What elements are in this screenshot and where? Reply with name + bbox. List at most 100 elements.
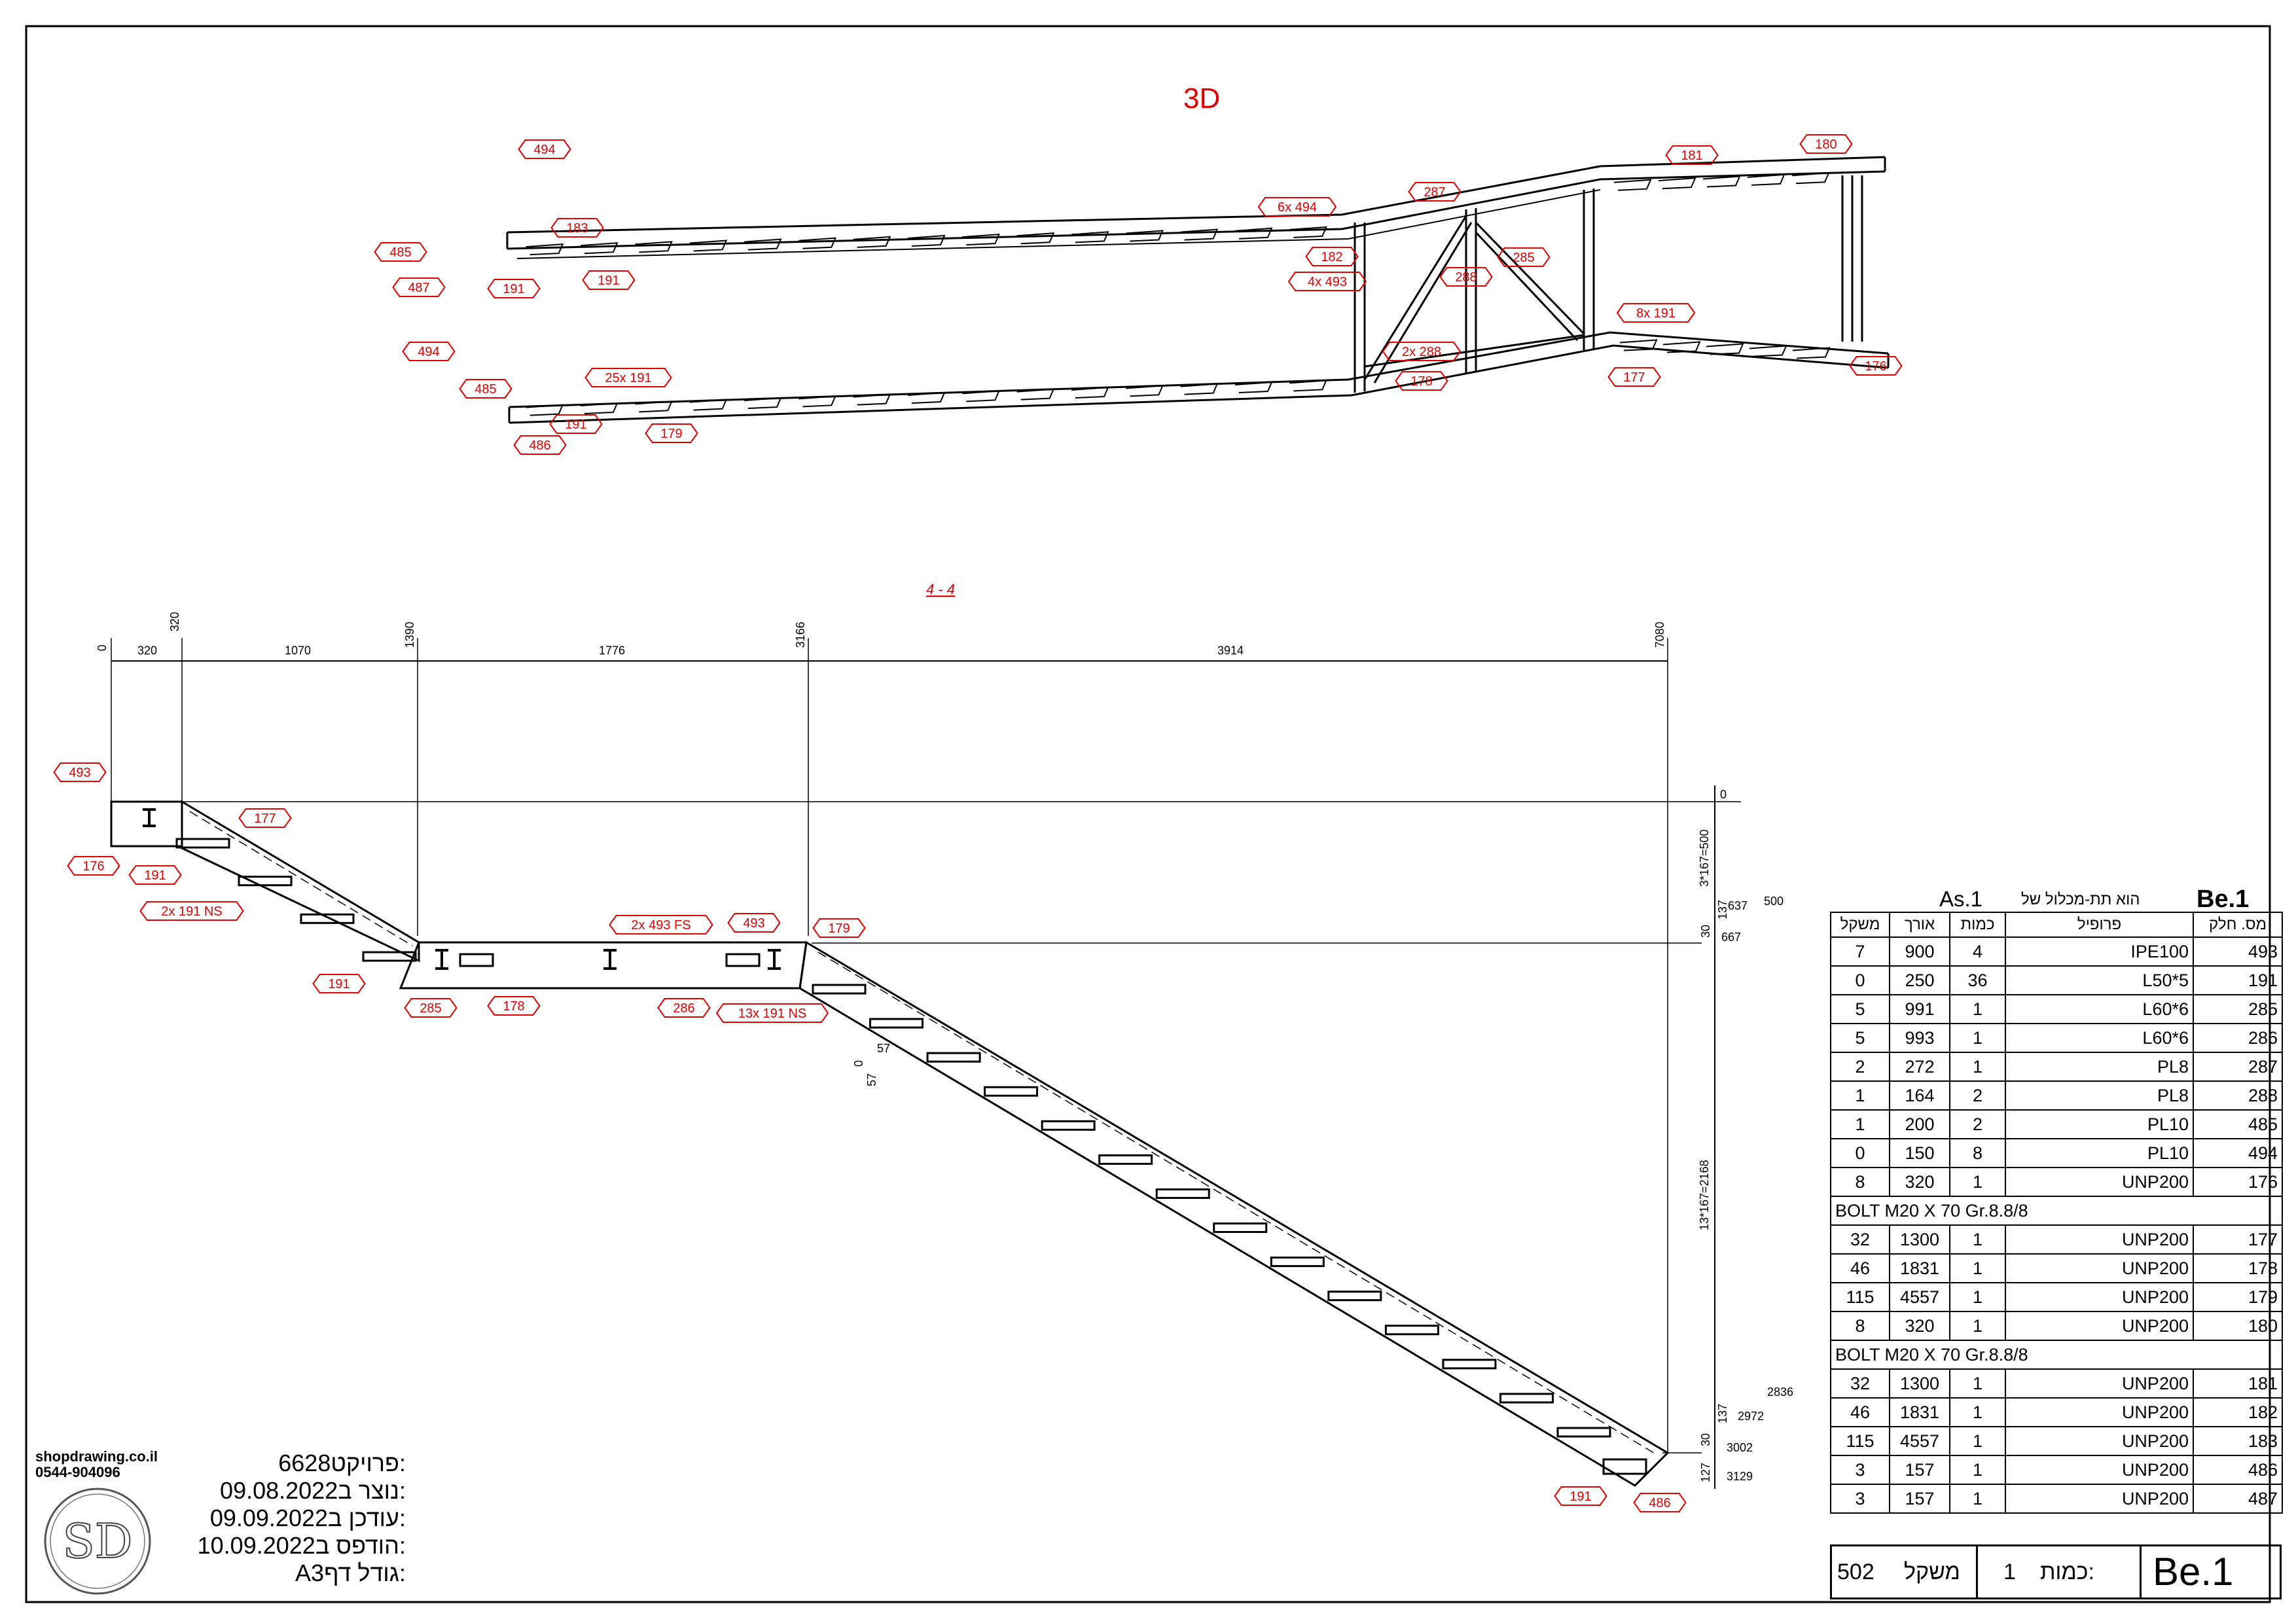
subassembly-label: הוא תת-מכלול של — [2021, 891, 2140, 908]
table-cell: UNP200 — [2005, 1311, 2194, 1341]
section-tread — [1556, 1427, 1611, 1438]
dim-text: 137 — [1716, 900, 1729, 919]
part-tag-frame — [1257, 197, 1337, 217]
part-tag-frame — [549, 414, 603, 434]
part-tag-frame — [812, 918, 866, 938]
table-cell: 183 — [2193, 1426, 2283, 1456]
part-tag-frame — [128, 865, 182, 885]
view-3d-title: 3D — [1183, 82, 1220, 115]
tread-3d — [1702, 175, 1741, 188]
brand-phone: 0544-904096 — [35, 1464, 120, 1480]
part-tag: 191 — [144, 868, 166, 883]
part-tag-frame — [582, 270, 636, 290]
part-tag: 2x 288 — [1402, 345, 1441, 359]
part-tag-frame — [67, 856, 120, 876]
created-value: 09.08.2022 — [220, 1477, 338, 1504]
table-cell: 2 — [1949, 1080, 2006, 1111]
part-tag: 285 — [1513, 251, 1534, 265]
size-label: גודל דף: — [324, 1560, 406, 1586]
table-cell: 991 — [1889, 994, 1950, 1024]
tread-3d — [580, 402, 619, 414]
updated-label: עודכן ב: — [328, 1505, 406, 1531]
part-tag-frame — [1395, 371, 1448, 391]
table-cell: 1 — [1949, 1253, 2006, 1283]
table-cell: 1 — [1949, 1311, 2006, 1341]
dim-text: 637 — [1728, 899, 1748, 912]
tread-3d — [1749, 345, 1787, 357]
table-cell: 180 — [2193, 1311, 2283, 1341]
part-tag: 288 — [1455, 270, 1477, 285]
table-cell: 2 — [1949, 1109, 2006, 1139]
part-tag: 2x 493 FS — [631, 918, 691, 933]
table-cell: 1 — [1949, 1455, 2006, 1485]
table-cell: UNP200 — [2005, 1167, 2194, 1197]
sd-logo: SD — [44, 1488, 151, 1595]
part-tag-frame — [518, 139, 571, 159]
dim-text: 0 — [852, 1060, 865, 1067]
part-tag: 177 — [1623, 370, 1645, 385]
tread-3d — [1792, 347, 1831, 359]
dim-text: 3166 — [794, 622, 807, 648]
table-cell: PL8 — [2005, 1080, 2194, 1111]
part-tag-frame — [1849, 356, 1903, 376]
table-cell: 1 — [1949, 1023, 2006, 1053]
bolt-note: BOLT M20 X 70 Gr.8.8/8 — [1830, 1340, 2283, 1370]
part-tag-frame — [550, 218, 604, 238]
part-tag-frame — [727, 913, 781, 933]
part-tag: 181 — [1681, 149, 1702, 163]
qty-value: 1 — [2003, 1560, 2016, 1584]
view-3d — [506, 156, 1890, 424]
part-tag-frame — [1408, 182, 1462, 202]
part-tag-frame — [645, 423, 698, 443]
table-cell: 32 — [1830, 1368, 1890, 1399]
table-cell: 191 — [2193, 965, 2283, 995]
dim-text: 1776 — [599, 644, 625, 657]
table-cell: 287 — [2193, 1052, 2283, 1082]
weight-value: 502 — [1837, 1560, 1874, 1584]
dim-text: 320 — [168, 612, 181, 632]
part-tag: 487 — [408, 281, 429, 295]
table-caption: As.1 הוא תת-מכלול של Be.1 — [1830, 885, 2282, 913]
dim-text: 30 — [1699, 1433, 1712, 1446]
part-tag: 287 — [1424, 185, 1445, 200]
part-tag: 176 — [82, 859, 104, 874]
dim-text: 0 — [96, 645, 109, 651]
dim-text: 57 — [865, 1073, 878, 1086]
table-cell: L60*6 — [2005, 1023, 2194, 1053]
dim-text: 3129 — [1727, 1470, 1753, 1483]
section-tread — [300, 913, 355, 924]
tread-3d — [962, 390, 1000, 402]
tread-3d — [1613, 179, 1652, 191]
tread-3d — [1071, 386, 1109, 399]
table-cell: 4557 — [1889, 1426, 1950, 1456]
dim-text: 13*167=2168 — [1698, 1160, 1711, 1230]
dim-text: 500 — [1764, 895, 1784, 908]
table-cell: 1831 — [1889, 1253, 1950, 1283]
table-cell: 900 — [1889, 936, 1950, 967]
tread-3d — [1071, 231, 1109, 243]
tread-3d — [1234, 227, 1273, 240]
table-header-cell: אורך — [1889, 912, 1950, 938]
part-tag: 493 — [743, 916, 764, 931]
table-cell: 150 — [1889, 1138, 1950, 1168]
part-tag: 180 — [1815, 137, 1837, 152]
table-cell: 1 — [1949, 1224, 2006, 1255]
tread-3d — [1289, 380, 1327, 392]
section-title: 4 - 4 — [926, 581, 955, 597]
table-cell: UNP200 — [2005, 1426, 2194, 1456]
tread-3d — [635, 241, 673, 253]
table-cell: 1 — [1949, 1484, 2006, 1514]
table-cell: 164 — [1889, 1080, 1950, 1111]
title-row-updated: 09.09.2022עודכן ב: — [157, 1505, 406, 1532]
tread-3d — [1747, 173, 1785, 186]
tread-3d — [962, 234, 1000, 246]
